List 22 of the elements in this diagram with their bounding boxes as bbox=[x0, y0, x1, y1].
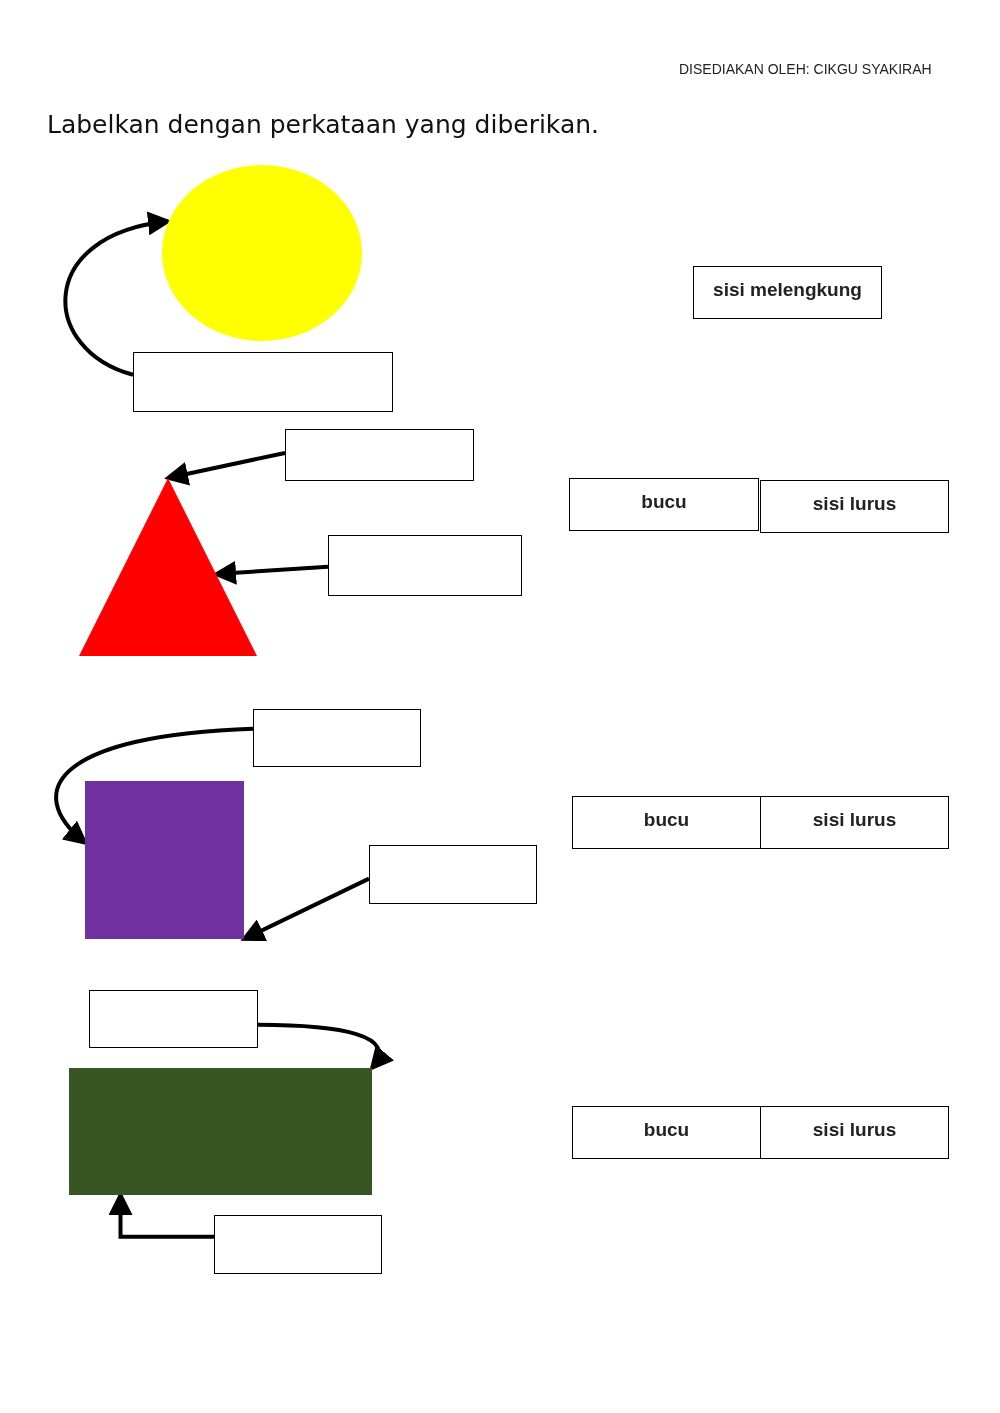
rectangle-shape bbox=[69, 1068, 372, 1195]
answer-box bbox=[285, 429, 474, 481]
word-card: bucu bbox=[569, 478, 759, 531]
word-card: sisi lurus bbox=[760, 796, 949, 849]
answer-box bbox=[328, 535, 522, 596]
answer-box bbox=[214, 1215, 382, 1274]
word-card: sisi melengkung bbox=[693, 266, 882, 319]
author-note: DISEDIAKAN OLEH: CIKGU SYAKIRAH bbox=[679, 61, 932, 77]
word-card: bucu bbox=[572, 796, 761, 849]
answer-box bbox=[89, 990, 258, 1048]
answer-box bbox=[253, 709, 421, 767]
arrow bbox=[257, 1022, 394, 1072]
title: Labelkan dengan perkataan yang diberikan. bbox=[47, 110, 599, 139]
answer-box bbox=[133, 352, 393, 412]
answer-box bbox=[369, 845, 537, 904]
arrow bbox=[54, 726, 254, 846]
word-card: bucu bbox=[572, 1106, 761, 1159]
arrow bbox=[240, 876, 370, 942]
arrow bbox=[164, 450, 286, 486]
word-card: sisi lurus bbox=[760, 1106, 949, 1159]
square-shape bbox=[85, 781, 244, 939]
word-card: sisi lurus bbox=[760, 480, 949, 533]
